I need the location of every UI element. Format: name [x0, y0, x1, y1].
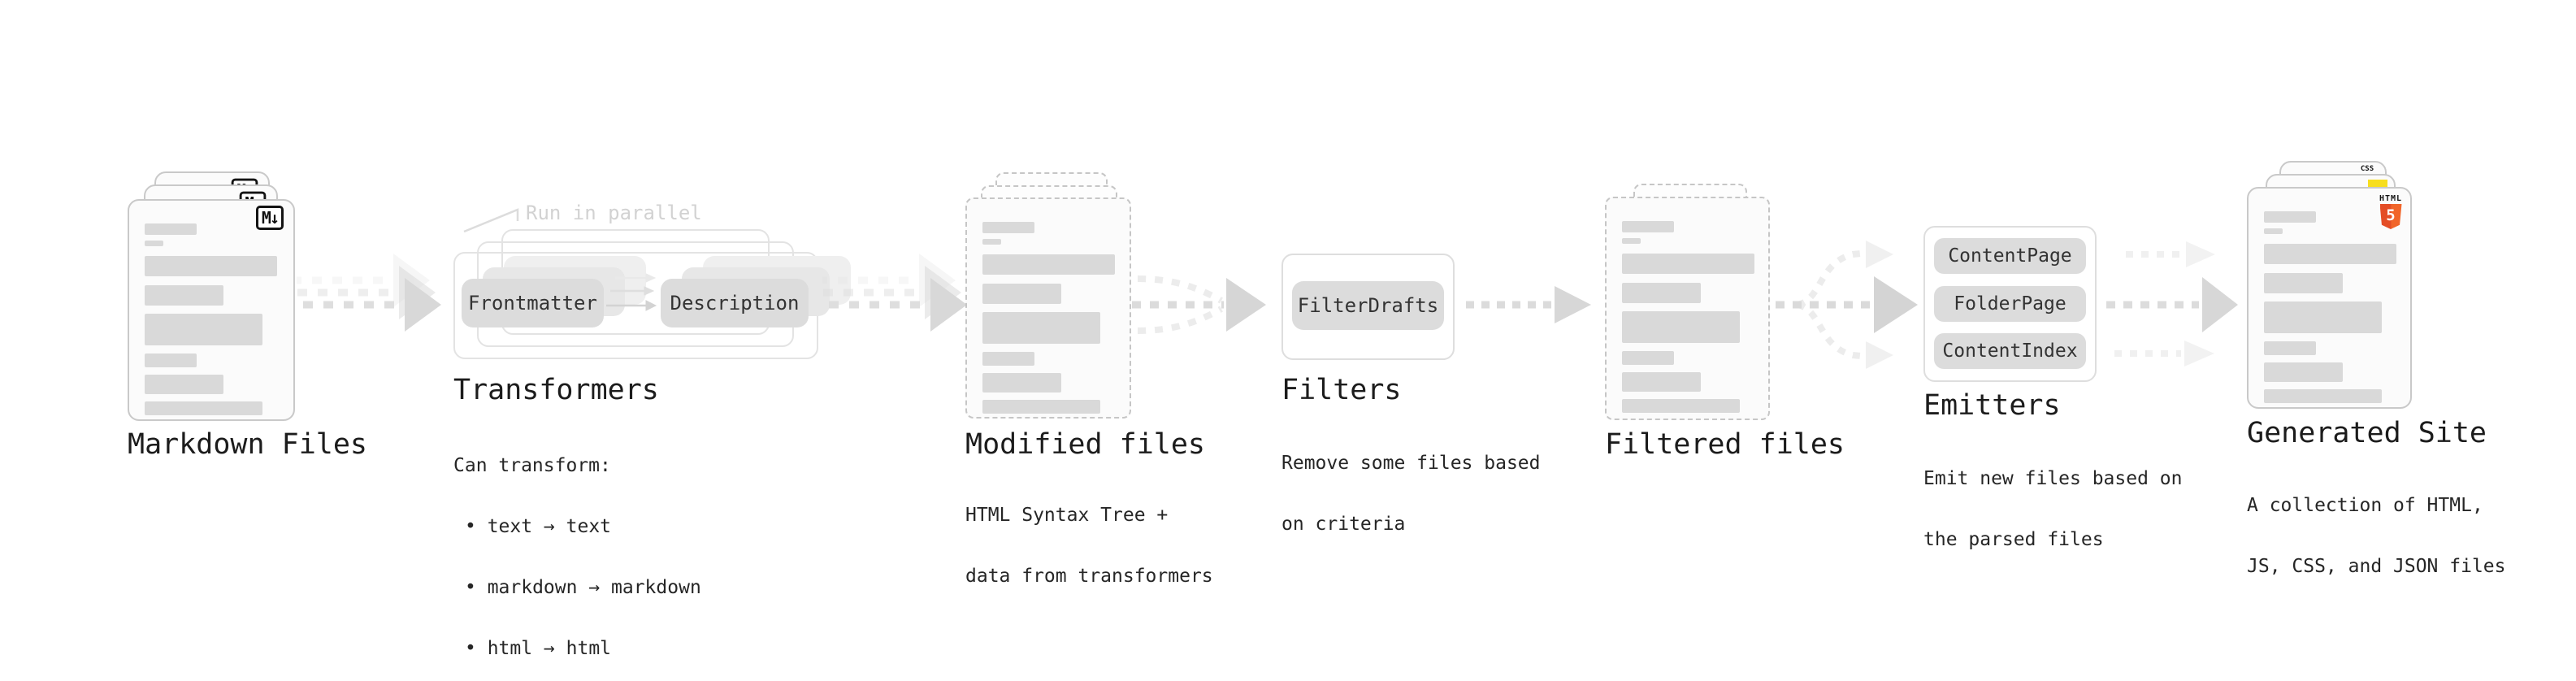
html5-logo-number: 5	[2386, 206, 2396, 224]
text-line-placeholder	[1622, 254, 1754, 274]
text-line-placeholder	[982, 222, 1034, 233]
text-line-placeholder	[1622, 372, 1701, 392]
text-line-placeholder	[982, 254, 1115, 275]
stage-title-markdown-files: Markdown Files	[128, 428, 368, 461]
modified-files-desc-line2: data from transformers	[965, 566, 1213, 587]
transform-step-arrows	[606, 273, 657, 311]
text-line-placeholder	[2264, 301, 2382, 333]
text-line-placeholder	[982, 373, 1061, 393]
arrow-transformers-to-modified	[822, 254, 967, 332]
filters-desc-line2: on criteria	[1281, 514, 1406, 535]
emitters-desc-line2: the parsed files	[1923, 529, 2104, 550]
modified-files-description: HTML Syntax Tree + data from transformer…	[965, 465, 1213, 627]
frontmatter-pill: Frontmatter	[462, 279, 604, 327]
stage-title-transformers: Transformers	[453, 374, 659, 406]
emitters-description: Emit new files based on the parsed files	[1923, 428, 2183, 591]
arrow-filtered-to-emitters	[1776, 241, 1918, 369]
text-line-placeholder	[2264, 244, 2396, 264]
text-line-placeholder	[145, 256, 277, 276]
text-line-placeholder	[145, 354, 197, 367]
html5-logo-label: HTML	[2379, 194, 2403, 203]
generated-site-description: A collection of HTML, JS, CSS, and JSON …	[2247, 455, 2506, 618]
text-line-placeholder	[982, 400, 1100, 414]
emitters-desc-line1: Emit new files based on	[1923, 468, 2183, 489]
stage-title-filters: Filters	[1281, 374, 1402, 406]
transformers-desc-heading: Can transform:	[453, 455, 611, 476]
text-line-placeholder	[982, 312, 1100, 344]
filterdrafts-pill-label: FilterDrafts	[1297, 294, 1439, 317]
generated-site-desc-line1: A collection of HTML,	[2247, 495, 2483, 516]
text-line-placeholder	[145, 285, 223, 306]
html5-logo-shield: 5	[2379, 204, 2402, 229]
html5-logo: HTML 5	[2379, 194, 2402, 229]
text-line-placeholder	[1622, 221, 1674, 232]
text-line-placeholder	[982, 239, 1001, 245]
transformers-description: Can transform: • text → text • markdown …	[453, 415, 701, 681]
text-line-placeholder	[2264, 273, 2343, 293]
transformers-bullet-2: • markdown → markdown	[465, 577, 701, 598]
text-line-placeholder	[2264, 362, 2343, 382]
contentpage-pill: ContentPage	[1934, 238, 2086, 274]
filters-description: Remove some files based on criteria	[1281, 413, 1541, 575]
transformers-bullet-3: • html → html	[465, 638, 612, 659]
stage-title-generated-site: Generated Site	[2247, 417, 2487, 449]
text-line-placeholder	[2264, 389, 2382, 403]
text-line-placeholder	[1622, 311, 1740, 343]
markdown-doc-front: M↓	[128, 199, 295, 421]
text-line-placeholder	[2264, 211, 2316, 223]
text-line-placeholder	[1622, 283, 1701, 303]
contentpage-pill-label: ContentPage	[1948, 245, 2072, 267]
text-line-placeholder	[145, 241, 163, 246]
text-line-placeholder	[145, 401, 262, 415]
description-pill-label: Description	[670, 292, 800, 314]
folderpage-pill-label: FolderPage	[1954, 293, 2066, 314]
filterdrafts-pill: FilterDrafts	[1292, 281, 1444, 330]
arrow-emitters-to-generated	[2106, 241, 2238, 367]
generated-doc-front: HTML 5	[2247, 187, 2412, 409]
contentindex-pill-label: ContentIndex	[1942, 340, 2078, 362]
modified-doc-front	[965, 197, 1131, 419]
text-line-placeholder	[2264, 228, 2283, 234]
arrow-filters-to-filtered	[1466, 286, 1591, 323]
folderpage-pill: FolderPage	[1934, 286, 2086, 322]
text-line-placeholder	[1622, 399, 1740, 413]
filters-desc-line1: Remove some files based	[1281, 453, 1541, 474]
text-line-placeholder	[1622, 351, 1674, 365]
filtered-doc-front	[1605, 197, 1770, 420]
transformers-bullet-1: • text → text	[465, 516, 612, 537]
text-line-placeholder	[1622, 238, 1641, 244]
description-pill: Description	[661, 279, 809, 327]
contentindex-pill: ContentIndex	[1934, 333, 2086, 369]
text-line-placeholder	[145, 375, 223, 394]
stage-title-modified-files: Modified files	[965, 428, 1206, 461]
css-logo-label: CSS	[2360, 165, 2374, 173]
text-line-placeholder	[982, 352, 1034, 366]
run-in-parallel-leader-line	[463, 208, 519, 233]
text-line-placeholder	[982, 284, 1061, 304]
frontmatter-pill-label: Frontmatter	[468, 292, 597, 314]
stage-title-emitters: Emitters	[1923, 389, 2061, 422]
stage-title-filtered-files: Filtered files	[1605, 428, 1845, 461]
markdown-icon: M↓	[255, 206, 284, 230]
generated-site-desc-line2: JS, CSS, and JSON files	[2247, 556, 2506, 577]
text-line-placeholder	[145, 314, 262, 345]
text-line-placeholder	[145, 223, 197, 235]
modified-files-desc-line1: HTML Syntax Tree +	[965, 505, 1169, 526]
arrow-modified-to-filters	[1132, 275, 1266, 334]
run-in-parallel-note: Run in parallel	[526, 202, 702, 224]
arrow-markdown-to-transformers	[297, 254, 441, 332]
text-line-placeholder	[2264, 341, 2316, 355]
